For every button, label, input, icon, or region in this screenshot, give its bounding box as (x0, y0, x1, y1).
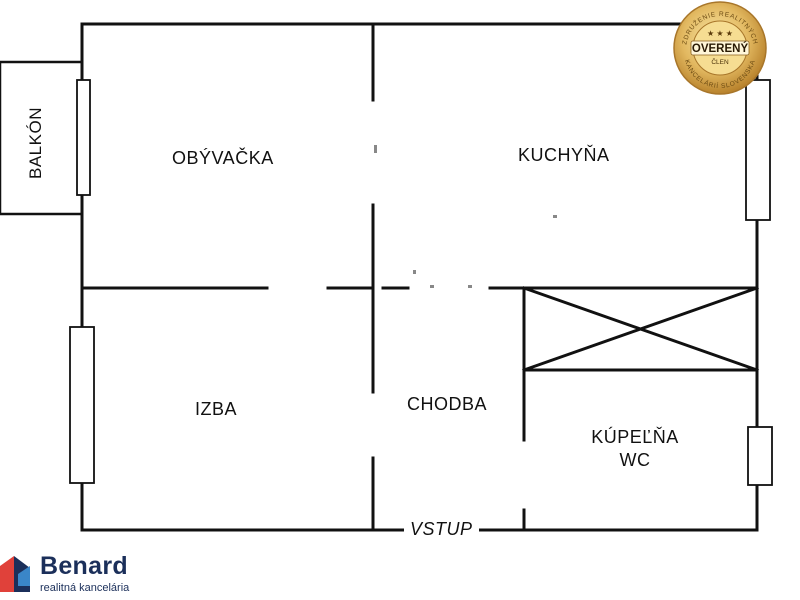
room-label-izba: IZBA (195, 399, 238, 419)
room-label-kupelna: KÚPEĽŇA (591, 427, 679, 447)
mark-2 (413, 270, 416, 274)
room-label-kupelna-wc: KÚPEĽŇA WC (578, 426, 692, 471)
window-bathroom (747, 426, 773, 486)
brand-mark-icon (0, 556, 30, 592)
room-label-wc: WC (619, 449, 651, 470)
window-room (69, 326, 95, 484)
mark-1 (374, 145, 377, 153)
room-label-balkon: BALKÓN (26, 107, 45, 179)
seal-sub-text: ČLEN (711, 57, 729, 66)
entrance-label: VSTUP (404, 519, 479, 540)
seal-main-text: OVERENÝ (692, 42, 749, 55)
room-label-obyvacka: OBÝVAČKA (172, 148, 274, 168)
brand-tagline: realitná kancelária (40, 582, 130, 594)
verified-member-seal: ZDRUŽENIE REALITNÝCH KANCELÁRIÍ SLOVENSK… (673, 1, 767, 95)
mark-4 (468, 285, 472, 288)
seal-stars: ★ ★ ★ (707, 29, 733, 38)
window-kitchen (745, 79, 771, 221)
room-label-chodba: CHODBA (407, 394, 488, 414)
seal-banner (690, 40, 750, 56)
brand-logo: Benard realitná kancelária (0, 548, 160, 600)
shaft-cross-2 (522, 286, 759, 372)
window-balcony-door (76, 79, 91, 196)
brand-name: Benard (40, 552, 128, 580)
room-label-kuchyna: KUCHYŇA (518, 145, 610, 165)
mark-3 (430, 285, 434, 288)
mark-5 (553, 215, 557, 218)
